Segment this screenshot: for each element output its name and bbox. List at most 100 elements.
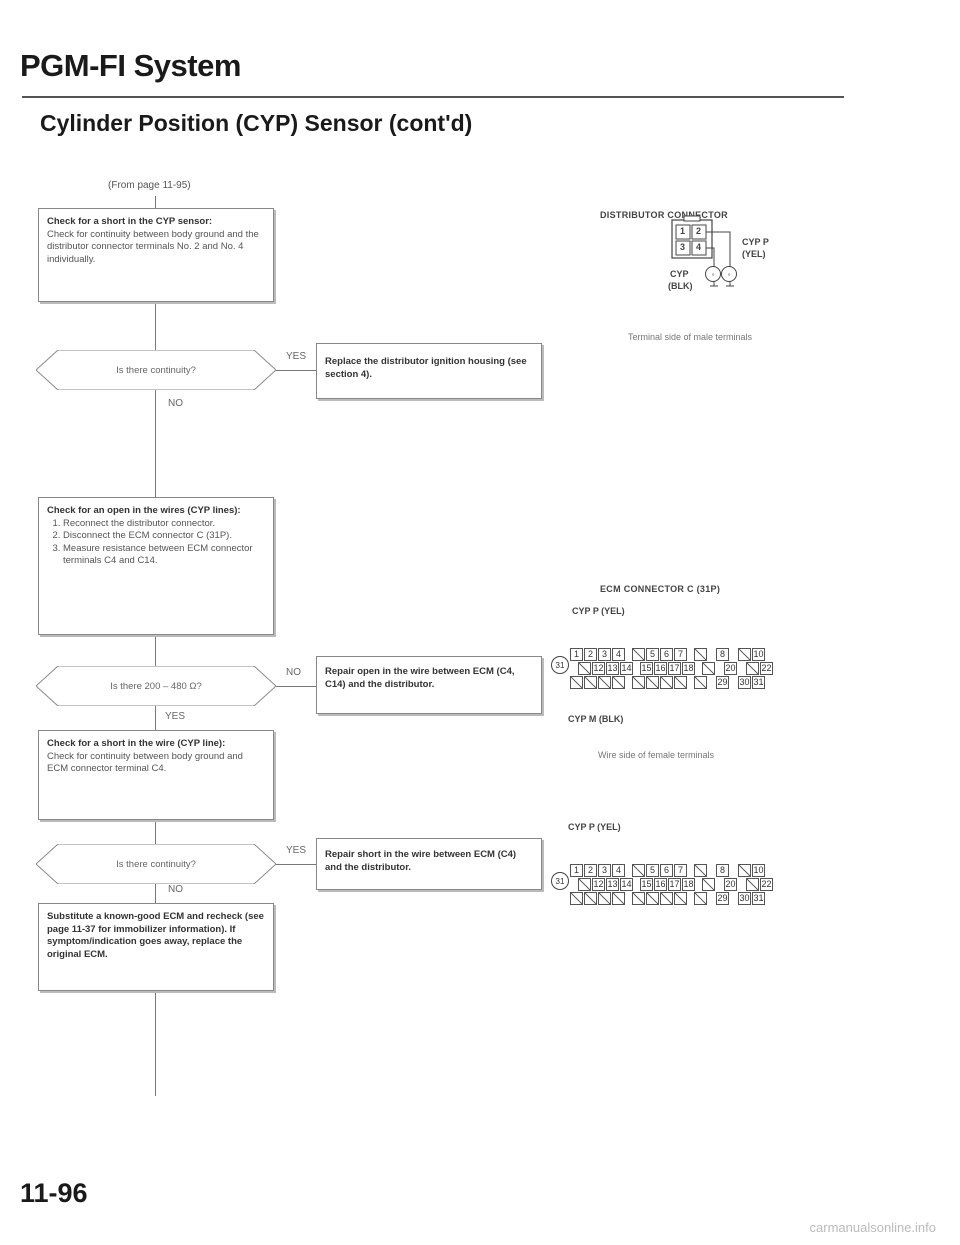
from-page-note: (From page 11-95) (108, 180, 191, 191)
ecm-pin: 20 (724, 662, 737, 675)
ecm-pin (612, 892, 625, 905)
ecm-pin (578, 878, 591, 891)
ecm-pin (674, 676, 687, 689)
ecm-pin: 12 (592, 662, 605, 675)
dist-wire-circle-2: ◦ (721, 266, 737, 282)
no-label: NO (168, 398, 183, 409)
question-text: Is there continuity? (116, 858, 196, 870)
ecm-connector-title: ECM CONNECTOR C (31P) (600, 584, 721, 594)
ecm-connector-marker-2: 31 (551, 872, 569, 890)
dist-pin-1: 1 (680, 226, 686, 236)
action3-text: Repair short in the wire between ECM (C4… (325, 849, 517, 873)
ecm-pin: 4 (612, 648, 625, 661)
ecm-pin: 1 (570, 648, 583, 661)
step-substitute-ecm: Substitute a known-good ECM and recheck … (38, 903, 274, 991)
ecm-pin (598, 676, 611, 689)
ecm-pin: 12 (592, 878, 605, 891)
ecm-pin: 5 (646, 864, 659, 877)
ecm-pin: 22 (760, 662, 773, 675)
ecm-pin: 6 (660, 648, 673, 661)
ecm-pin (632, 892, 645, 905)
ecm-pin: 1 (570, 864, 583, 877)
cyp-p-color: (YEL) (742, 249, 766, 259)
ecm-pin: 31 (752, 676, 765, 689)
action-repair-short: Repair short in the wire between ECM (C4… (316, 838, 542, 890)
ecm-pin (660, 892, 673, 905)
ecm-pin (578, 662, 591, 675)
ecm-pin: 2 (584, 648, 597, 661)
yes-connector (276, 864, 316, 865)
ecm-pin: 29 (716, 676, 729, 689)
decision-shape (36, 666, 276, 706)
step1-heading: Check for a short in the CYP sensor: (47, 216, 213, 227)
watermark: carmanualsonline.info (809, 1220, 936, 1235)
cyp-m-label: CYP (670, 269, 689, 279)
step3-heading: Check for a short in the wire (CYP line)… (47, 738, 226, 749)
decision-shape (36, 844, 276, 884)
ecm-pin (570, 892, 583, 905)
action2-text: Repair open in the wire between ECM (C4,… (325, 666, 515, 690)
ecm-pin (632, 676, 645, 689)
ecm-pin: 15 (640, 878, 653, 891)
decision-resistance: Is there 200 – 480 Ω? (36, 666, 276, 706)
ecm-pin: 10 (752, 648, 765, 661)
ecm-pin (746, 662, 759, 675)
step3-text: Check for continuity between body ground… (47, 750, 243, 775)
ecm-cyp-p-label: CYP P (YEL) (572, 606, 625, 616)
ecm-pin (646, 676, 659, 689)
ecm-caption: Wire side of female terminals (598, 750, 715, 760)
step2-item: Measure resistance between ECM connector… (63, 543, 265, 568)
ecm-pin: 10 (752, 864, 765, 877)
decision-shape (36, 350, 276, 390)
ecm-cyp-p-label-2: CYP P (YEL) (568, 822, 621, 832)
ecm-pin (632, 864, 645, 877)
ecm-pin (694, 892, 707, 905)
ecm-pin: 8 (716, 648, 729, 661)
ecm-pin: 13 (606, 878, 619, 891)
step-short-cyp-line: Check for a short in the wire (CYP line)… (38, 730, 274, 820)
yes-label: YES (286, 351, 307, 362)
page-number: 11-96 (20, 1178, 88, 1208)
action-repair-open: Repair open in the wire between ECM (C4,… (316, 656, 542, 714)
ecm-pin: 18 (682, 878, 695, 891)
step1-text: Check for continuity between body ground… (47, 228, 259, 265)
ecm-pin: 29 (716, 892, 729, 905)
step2-list: Reconnect the distributor connector. Dis… (47, 518, 265, 568)
ecm-pin: 16 (654, 662, 667, 675)
ecm-pin: 17 (668, 662, 681, 675)
ecm-pin: 30 (738, 892, 751, 905)
step2-item: Disconnect the ECM connector C (31P). (63, 530, 265, 543)
ecm-pin (738, 648, 751, 661)
question-text: Is there 200 – 480 Ω? (110, 680, 202, 692)
ecm-cyp-m-label: CYP M (BLK) (568, 714, 624, 724)
step-open-cyp-wires: Check for an open in the wires (CYP line… (38, 497, 274, 635)
step2-item: Reconnect the distributor connector. (63, 518, 265, 531)
ecm-pin (584, 892, 597, 905)
ecm-pin (694, 648, 707, 661)
ecm-pin: 16 (654, 878, 667, 891)
ecm-pin: 7 (674, 648, 687, 661)
yes-label: YES (165, 711, 186, 722)
cyp-p-label: CYP P (742, 237, 769, 247)
ecm-pin: 15 (640, 662, 653, 675)
ecm-pin: 3 (598, 864, 611, 877)
ecm-pin: 5 (646, 648, 659, 661)
ecm-pin: 22 (760, 878, 773, 891)
ecm-pin (632, 648, 645, 661)
ecm-pin: 3 (598, 648, 611, 661)
ecm-pin: 30 (738, 676, 751, 689)
dist-pin-3: 3 (680, 242, 686, 252)
no-connector (276, 686, 316, 687)
action-replace-housing: Replace the distributor ignition housing… (316, 343, 542, 399)
header-divider (22, 96, 844, 98)
ecm-pin: 14 (620, 662, 633, 675)
ecm-pin (702, 878, 715, 891)
dist-wire-circle-1: ◦ (705, 266, 721, 282)
distributor-connector-drawing (671, 215, 734, 287)
ecm-pin (746, 878, 759, 891)
yes-connector (276, 370, 316, 371)
ecm-pin (660, 676, 673, 689)
dist-pin-4: 4 (696, 242, 702, 252)
